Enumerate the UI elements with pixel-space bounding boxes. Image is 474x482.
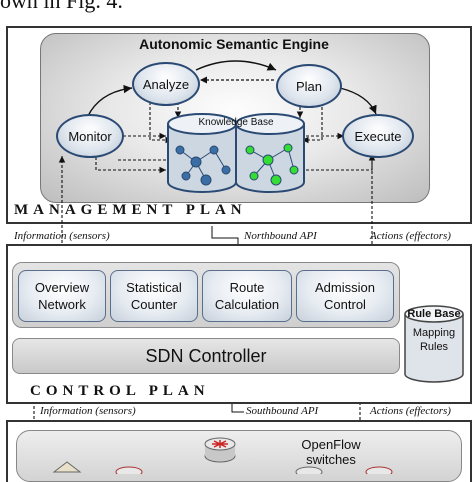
info-sensors-label-bottom: Information (sensors) — [40, 405, 136, 417]
rule-base-cylinder — [404, 305, 464, 383]
route-calculation-module: Route Calculation — [202, 270, 292, 322]
northbound-bracket — [211, 226, 239, 248]
management-plane-label: MANAGEMENT PLAN — [14, 202, 247, 218]
monitor-node: Monitor — [56, 114, 124, 158]
sdn-controller-bar: SDN Controller — [12, 338, 400, 374]
data-plane-inner — [16, 430, 462, 482]
plan-node: Plan — [276, 64, 342, 108]
statistical-counter-module: Statistical Counter — [110, 270, 198, 322]
openflow-switch-icon-top — [204, 437, 236, 463]
openflow-switch-icon-right — [365, 466, 393, 474]
admission-control-module: Admission Control — [296, 270, 394, 322]
openflow-switch-icon-mid-left — [115, 466, 143, 474]
engine-title: Autonomic Semantic Engine — [139, 36, 329, 52]
monitor-analyze-arrow — [87, 84, 133, 117]
analyze-plan-arrow — [195, 60, 277, 71]
openflow-switch-icon-left — [52, 461, 82, 473]
overview-network-module: Overview Network — [18, 270, 106, 322]
southbound-api-label: Southbound API — [246, 405, 319, 417]
control-plane-label: CONTROL PLAN — [30, 383, 210, 399]
plan-execute-arrow — [339, 87, 377, 115]
analyze-node: Analyze — [132, 62, 200, 106]
kb-left-graph — [175, 145, 231, 186]
knowledge-base-label: Knowledge Base — [198, 117, 274, 128]
actions-effectors-label-top: Actions (effectors) — [370, 230, 451, 242]
northbound-api-label: Northbound API — [244, 230, 317, 242]
openflow-switches-label: OpenFlow switches — [301, 437, 361, 467]
openflow-switch-icon-mid-right — [295, 466, 323, 474]
kb-right-graph — [245, 143, 299, 186]
rule-base-title: Rule Base — [407, 308, 461, 320]
figure-caption-fragment: own in Fig. 4. — [0, 0, 123, 13]
rule-base-subtitle: Mapping Rules — [412, 327, 456, 353]
info-sensors-label-top: Information (sensors) — [14, 230, 110, 242]
execute-node: Execute — [342, 114, 414, 158]
actions-effectors-label-bottom: Actions (effectors) — [370, 405, 451, 417]
